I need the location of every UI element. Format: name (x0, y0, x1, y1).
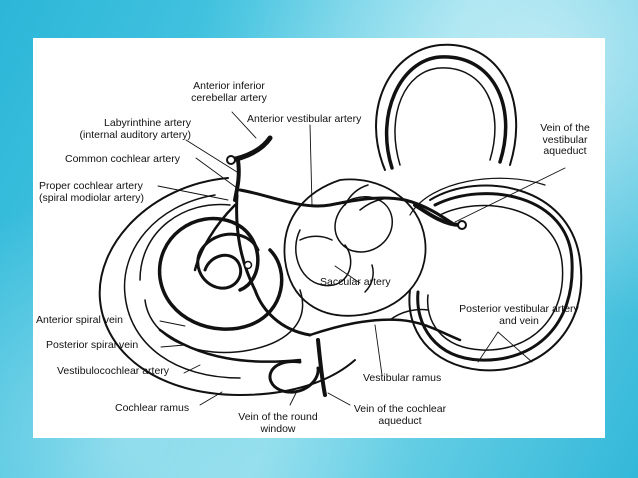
cochlea-inner-wall (123, 194, 241, 379)
utricle (334, 196, 393, 253)
modiolar-vessel (193, 203, 237, 272)
cochlea-spiral (157, 216, 284, 331)
superior-canal-vessel (384, 55, 508, 170)
aica-vessel (227, 135, 273, 163)
cochlea-spiral-outer (139, 203, 231, 281)
label-anterior-inferior-cerebellar-artery: Anterior inferior cerebellar artery (191, 80, 267, 104)
label-common-cochlear-artery: Common cochlear artery (65, 153, 180, 165)
superior-canal (375, 43, 518, 171)
label-saccular-artery: Saccular artery (320, 276, 391, 288)
label-vein-of-round-window: Vein of the round window (238, 411, 318, 435)
saccular-node (243, 260, 253, 270)
vestibular-aqueduct-vein (413, 203, 462, 227)
posterior-canal (408, 184, 583, 372)
cochlea-scala (144, 289, 304, 354)
common-cochlear-vessel (235, 193, 312, 337)
label-labyrinthine-artery: Labyrinthine artery (internal auditory a… (79, 117, 191, 141)
round-window-vein (268, 360, 320, 394)
label-anterior-vestibular-artery: Anterior vestibular artery (247, 113, 362, 125)
cochlear-aqueduct-vein (316, 338, 327, 397)
label-anterior-spiral-vein: Anterior spiral vein (36, 314, 123, 326)
vein-stump (457, 220, 467, 230)
label-vestibular-ramus: Vestibular ramus (363, 372, 442, 384)
label-vestibulocochlear-artery: Vestibulocochlear artery (57, 365, 170, 377)
cochlea-spiral-inner (196, 232, 260, 290)
posterior-canal-vessel (416, 192, 574, 362)
label-proper-cochlear-artery: Proper cochlear artery (spiral modiolar … (39, 180, 145, 204)
label-vein-of-cochlear-aqueduct: Vein of the cochlear aqueduct (353, 403, 447, 427)
label-vein-of-vestibular-aqueduct: Vein of the vestibular aqueduct (540, 122, 590, 157)
anterior-vestibular-vessel (238, 188, 457, 227)
superior-canal-inner (394, 67, 496, 166)
label-cochlear-ramus: Cochlear ramus (115, 402, 190, 414)
label-posterior-vestibular-artery: Posterior vestibular artery and vein (459, 303, 579, 327)
vestibular-ramus-vessel (308, 318, 462, 342)
posterior-canal-inner (426, 204, 564, 351)
vestibule (283, 178, 427, 317)
vestibulocochlear-vessel (158, 328, 302, 363)
label-posterior-spiral-vein: Posterior spiral vein (46, 339, 139, 351)
saccule (295, 229, 352, 287)
aica-stump (226, 155, 236, 165)
cochlea-outline (98, 177, 356, 396)
